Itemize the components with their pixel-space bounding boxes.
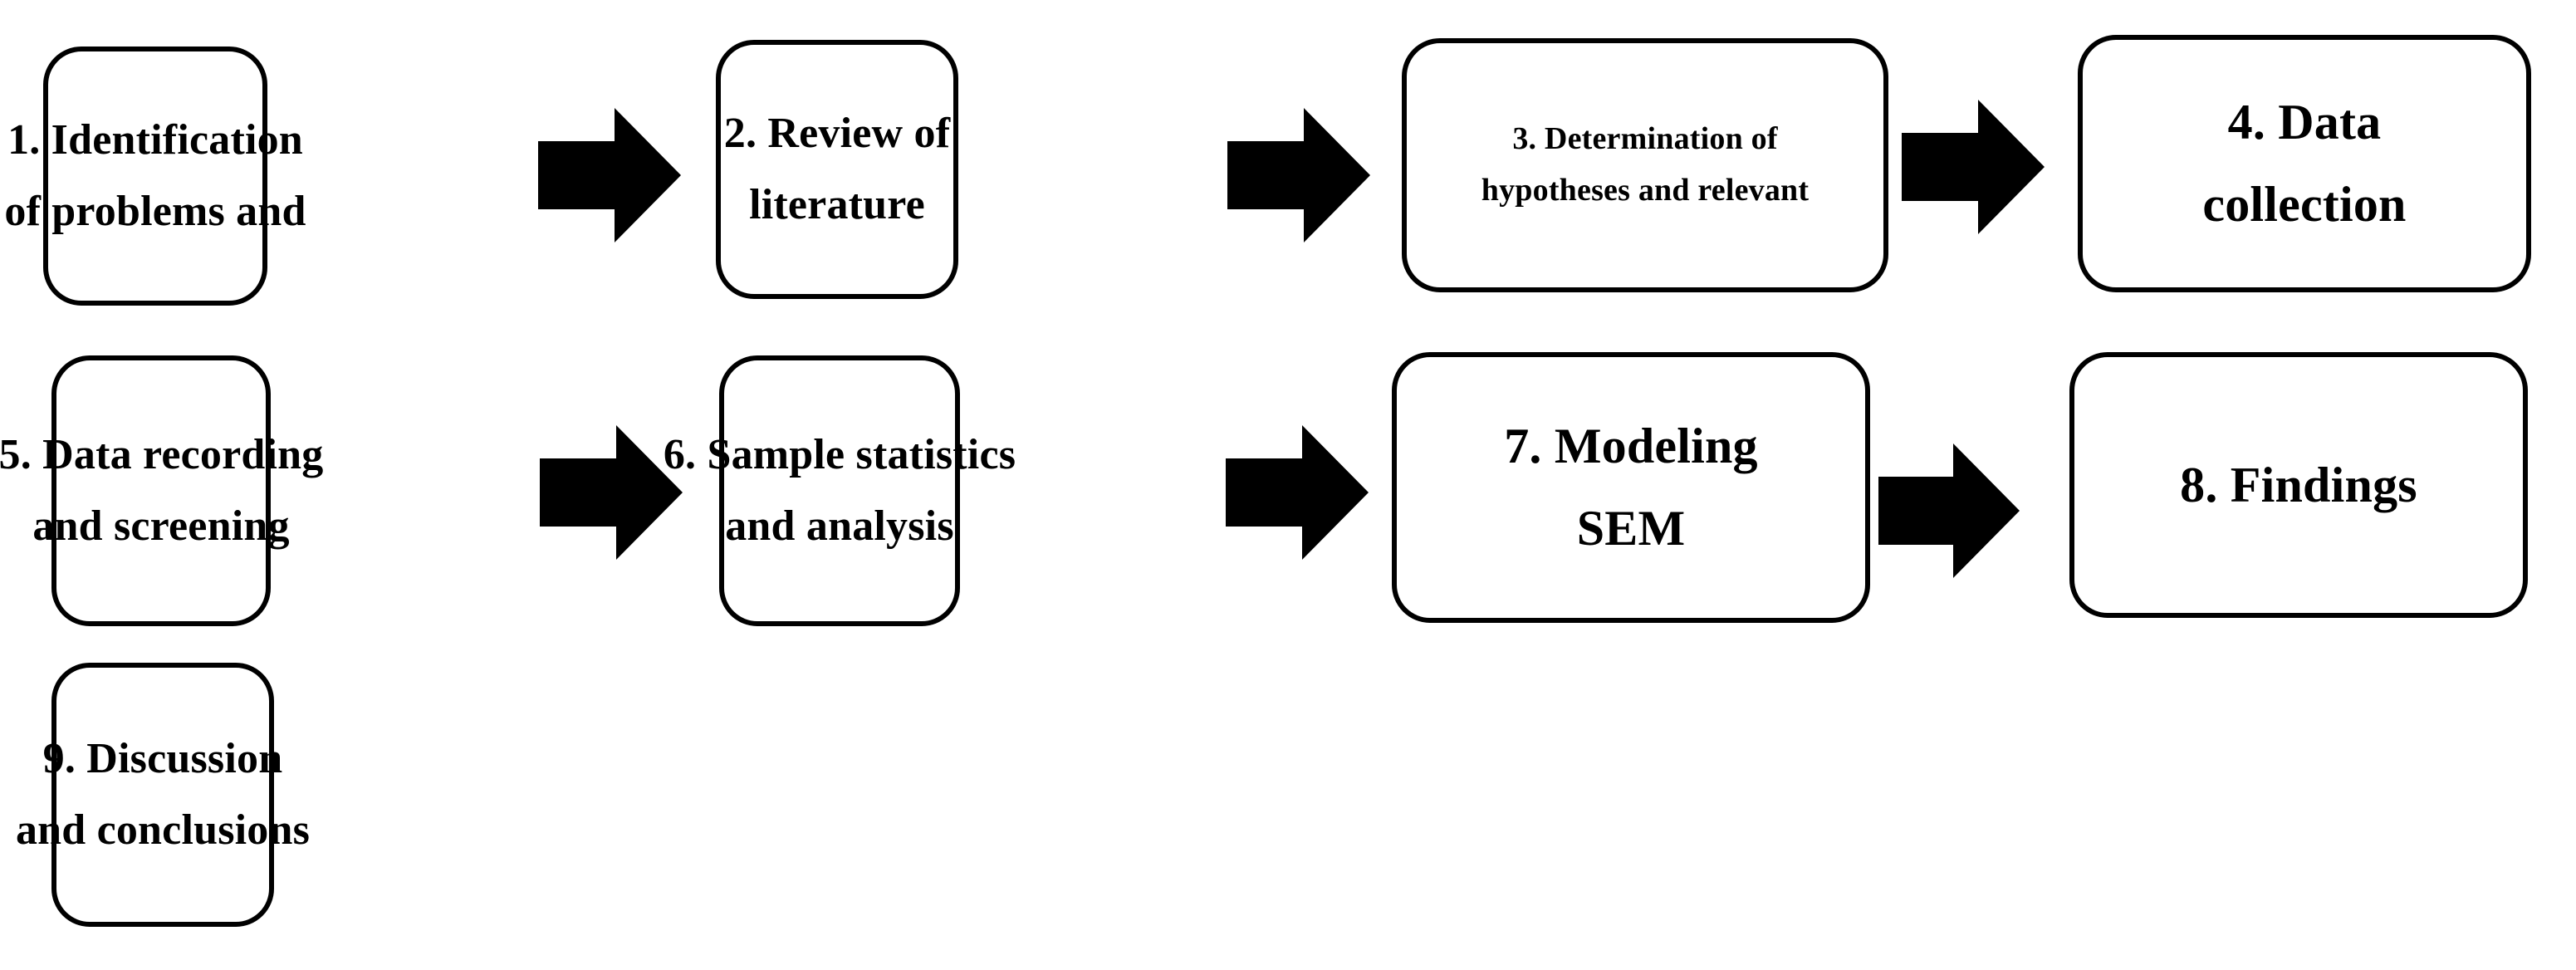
flow-node-step-6[interactable]: 6. Sample statistics and analysis bbox=[664, 355, 1016, 626]
flow-node-line: of problems and bbox=[4, 187, 306, 235]
arrow-right-icon-7-8 bbox=[1878, 443, 2020, 578]
flow-node-step-1[interactable]: 1. Identification of problems and bbox=[4, 47, 306, 306]
flow-node-line: and conclusions bbox=[15, 806, 311, 854]
flow-node-line: 6. Sample statistics bbox=[663, 430, 1016, 478]
flow-node-step-9[interactable]: 9. Discussion and conclusions bbox=[16, 663, 310, 927]
arrow-right-icon-1-2 bbox=[538, 108, 681, 242]
flow-node-line: 7. Modeling bbox=[1504, 419, 1758, 473]
flow-node-step-2[interactable]: 2. Review of literature bbox=[716, 40, 958, 299]
flow-node-step-7[interactable]: 7. Modeling SEM bbox=[1392, 352, 1870, 623]
flow-node-line: 9. Discussion bbox=[42, 734, 283, 782]
flow-node-step-5[interactable]: 5. Data recording and screening bbox=[0, 355, 323, 626]
flow-node-line: SEM bbox=[1576, 501, 1686, 556]
flow-node-step-8[interactable]: 8. Findings bbox=[2069, 352, 2528, 618]
flow-node-line: collection bbox=[2202, 177, 2407, 232]
flow-node-line: 3. Determination of bbox=[1512, 120, 1778, 156]
flow-node-line: hypotheses and relevant bbox=[1481, 173, 1810, 208]
flow-node-step-3[interactable]: 3. Determination of hypotheses and relev… bbox=[1402, 38, 1888, 292]
arrow-right-icon-5-6 bbox=[540, 425, 683, 560]
flow-node-line: and analysis bbox=[725, 502, 954, 550]
flow-node-line: 1. Identification bbox=[7, 115, 303, 164]
flow-node-line: 2. Review of bbox=[723, 109, 951, 157]
flow-node-line: 4. Data bbox=[2227, 95, 2382, 149]
flow-node-step-4[interactable]: 4. Data collection bbox=[2078, 35, 2531, 292]
flow-node-line: literature bbox=[749, 180, 925, 228]
flow-node-line: 5. Data recording bbox=[0, 430, 324, 478]
flow-node-line: and screening bbox=[32, 502, 290, 550]
arrow-right-icon-6-7 bbox=[1226, 425, 1369, 560]
flow-node-line: 8. Findings bbox=[2180, 457, 2417, 512]
arrow-right-icon-3-4 bbox=[1902, 100, 2045, 234]
arrow-right-icon-2-3 bbox=[1227, 108, 1370, 242]
